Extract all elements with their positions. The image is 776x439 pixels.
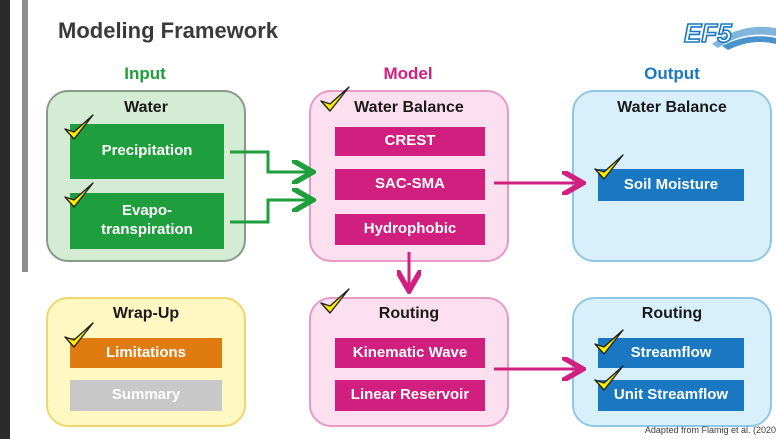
check-icon (320, 288, 350, 314)
check-icon (320, 86, 350, 112)
crest-box: CREST (335, 127, 485, 156)
model-panel-title: Water Balance (354, 99, 464, 116)
limitations-box[interactable]: Limitations (70, 338, 222, 368)
precipitation-box: Precipitation (70, 124, 224, 179)
kinematic-wave-box: Kinematic Wave (335, 338, 485, 368)
output-routing-panel: Routing Streamflow Unit Streamflow (572, 297, 772, 427)
check-icon (64, 182, 94, 208)
input-column-heading: Input (124, 64, 166, 83)
check-icon (64, 322, 94, 348)
soil-moisture-box: Soil Moisture (598, 169, 744, 201)
wrap-up-title: Wrap-Up (112, 305, 180, 322)
check-icon (594, 154, 624, 180)
output-water-balance-panel: Water Balance Soil Moisture (572, 90, 772, 262)
linear-reservoir-box: Linear Reservoir (335, 380, 485, 411)
unit-streamflow-box: Unit Streamflow (598, 380, 744, 411)
model-water-balance-panel: Water Balance CREST SAC-SMA Hydrophobic (309, 90, 509, 262)
citation-credit: Adapted from Flamig et al. (2020 (644, 425, 776, 435)
output-panel-title: Water Balance (617, 99, 727, 116)
sac-sma-box: SAC-SMA (335, 169, 485, 200)
svg-text:EF5: EF5 (684, 18, 732, 48)
input-water-panel: Water Precipitation Evapo- transpiration (46, 90, 246, 262)
page-title: Modeling Framework (58, 18, 279, 43)
output-column-heading: Output (644, 64, 700, 83)
check-icon (594, 365, 624, 391)
summary-box[interactable]: Summary (70, 380, 222, 411)
streamflow-box: Streamflow (598, 338, 744, 368)
model-column-heading: Model (383, 64, 433, 83)
evapotranspiration-arrow (230, 200, 310, 224)
check-icon (594, 329, 624, 355)
hydrophobic-box: Hydrophobic (335, 214, 485, 245)
ef5-logo: EF5 (682, 14, 776, 54)
wrap-up-panel: Wrap-Up Limitations Summary (46, 297, 246, 427)
left-edge-bar (0, 0, 10, 439)
input-panel-title: Water (124, 99, 168, 116)
left-edge-bar-light (22, 0, 28, 272)
evapotranspiration-box: Evapo- transpiration (70, 193, 224, 249)
output-routing-title: Routing (641, 305, 703, 322)
routing-panel-title: Routing (378, 305, 440, 322)
model-routing-panel: Routing Kinematic Wave Linear Reservoir (309, 297, 509, 427)
check-icon (64, 114, 94, 140)
precipitation-arrow (230, 150, 310, 172)
